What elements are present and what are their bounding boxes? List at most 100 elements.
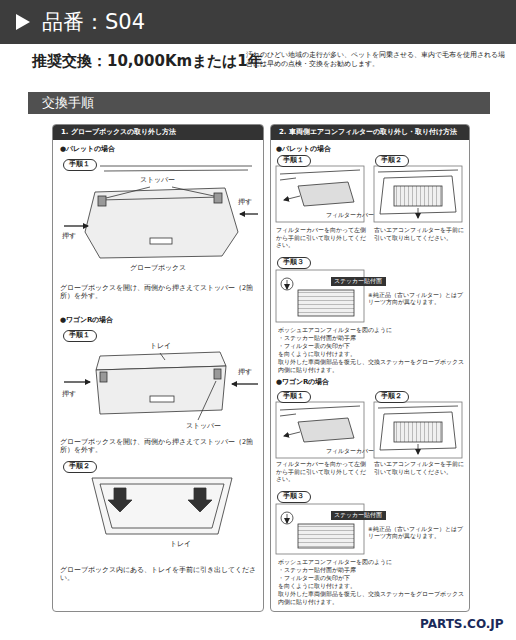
instruction: ・フィルター表の矢印が下 <box>278 574 464 582</box>
stopper-symbol <box>98 196 106 206</box>
push-arrow <box>232 383 258 384</box>
node-text: ステッカー貼付面 <box>334 278 383 285</box>
leader-line <box>160 353 165 360</box>
title-triangle <box>16 14 30 30</box>
direction-circle <box>281 278 293 290</box>
dashboard-line <box>280 406 360 416</box>
step-badge: 手順１ <box>277 155 311 167</box>
glovebox-shape <box>96 366 226 414</box>
push-arrow <box>240 213 258 214</box>
glovebox-tray-figure <box>64 352 258 420</box>
glovebox-figure <box>64 166 258 258</box>
sticker-tag: ステッカー貼付面 <box>331 277 386 286</box>
step-label: 手順１ <box>69 332 91 340</box>
step-badge: 手順１ <box>277 391 311 403</box>
instruction: グローブボックスを開け、両側から押さえてストッパー（2箇所）を外す。 <box>60 438 256 454</box>
push-arrow <box>64 225 88 226</box>
step-badge: 手順２ <box>63 461 97 473</box>
part-label: トレイ <box>170 540 191 548</box>
action-label: 押す <box>238 198 252 206</box>
part-label: ストッパー <box>140 176 175 184</box>
dashboard-line <box>378 406 458 408</box>
instruction: ・ステッカー貼付面が助手席 <box>278 566 464 574</box>
instruction: グローブボックスを開け、両側から押さえてストッパー（2箇所）を外す。 <box>60 284 256 300</box>
step-label: 手順２ <box>69 463 91 471</box>
part-label: ストッパー <box>186 422 221 430</box>
recommendation: 推奨交換：10,000Kmまたは1年 <box>32 52 263 71</box>
pull-arrow <box>418 208 419 218</box>
step-label: 手順１ <box>283 393 305 401</box>
glovebox-shape <box>85 188 238 258</box>
instruction: を向くように取り付けます。 <box>278 350 464 358</box>
instruction: 取り外した車両側部品を復元し、交換ステッカーをグローブボックス内側に貼り付けます… <box>278 358 464 373</box>
step-badge: 手順１ <box>63 159 97 171</box>
action-label: 押す <box>62 390 76 398</box>
glovebox-handle <box>150 396 174 402</box>
filter-cover-shape <box>298 182 354 206</box>
logo: PARTS.CO.JP <box>420 617 504 632</box>
pull-arrow <box>284 432 300 436</box>
instruction: ・フィルター表の矢印が下 <box>278 342 464 350</box>
stopper-symbol <box>100 372 107 382</box>
instruction: フィルターカバーを向かって左側から手前に引いて取り外してください。 <box>276 226 370 249</box>
step-badge: 手順３ <box>277 257 311 269</box>
figure-frame <box>374 166 462 222</box>
sub-heading: ●ワゴンRの場合 <box>276 378 330 387</box>
part-label: フィルターカバー <box>326 448 374 455</box>
filter-cover-shape <box>298 418 354 442</box>
instruction: 古いエアコンフィルターを手前に引いて取り出してください。 <box>374 460 464 475</box>
sub-heading: ●パレットの場合 <box>60 145 115 154</box>
stopper-symbol <box>214 193 222 203</box>
step-badge: 手順３ <box>277 491 311 503</box>
stopper-symbol <box>214 369 221 379</box>
step-label: 手順１ <box>69 161 91 169</box>
glovebox-handle <box>150 238 172 244</box>
pull-arrow <box>284 196 300 200</box>
sub-heading: ●ワゴンRの場合 <box>60 316 114 325</box>
action-label: 押す <box>238 368 252 376</box>
step-label: 手順２ <box>381 157 403 165</box>
dashboard-line <box>378 170 458 172</box>
panel-heading: 1. グローブボックスの取り外し方法 <box>53 125 263 140</box>
tray-shape <box>92 478 232 534</box>
figure-frame <box>374 402 462 458</box>
filter-shape <box>298 524 354 548</box>
node-text: 交換手順 <box>42 92 490 114</box>
dashboard-line <box>100 166 252 171</box>
filter-shape <box>394 186 442 206</box>
tray-figure <box>92 478 232 534</box>
direction-circle <box>281 512 293 524</box>
filter-shape <box>298 290 354 316</box>
instruction: 古いエアコンフィルターを手前に引いて取り出してください。 <box>374 226 464 241</box>
instruction: ボッシュエアコンフィルターを図のように <box>278 326 464 334</box>
old-filter-figure <box>374 166 462 222</box>
action-label: 押す <box>62 232 76 240</box>
leader-line <box>198 381 216 420</box>
panel-heading: 2. 車両側エアコンフィルターの取り外し・取り付け方法 <box>271 125 469 140</box>
instruction: 取り外した車両側部品を復元し、交換ステッカーをグローブボックス内側に貼り付けます… <box>278 590 464 605</box>
old-filter-figure <box>374 402 462 458</box>
step-label: 手順２ <box>381 393 403 401</box>
step-label: 手順３ <box>283 493 305 501</box>
push-arrow <box>64 381 90 382</box>
step-label: 手順３ <box>283 259 305 267</box>
tray-inner <box>100 484 224 528</box>
direction-arrow <box>287 514 288 523</box>
pull-arrow <box>418 444 419 454</box>
step-label: 手順１ <box>283 157 305 165</box>
leader-line <box>106 187 214 198</box>
instruction: グローブボックス内にある、トレイを手前に引き出してください。 <box>60 566 256 582</box>
note: ※純正品（古いフィルター）とはプリーツ方向が異なります。 <box>368 526 464 540</box>
instruction: ・ステッカー貼付面が助手席 <box>278 334 464 342</box>
procedure-panel: 1. グローブボックスの取り外し方法手順１ 手順１ 手順２ <box>52 124 264 612</box>
title-bar: 品番：S04 <box>0 0 516 44</box>
sticker-tag: ステッカー貼付面 <box>331 511 386 520</box>
filter-shape <box>394 422 442 442</box>
note: ※純正品（古いフィルター）とはプリーツ方向が異なります。 <box>368 292 464 306</box>
node-text: ステッカー貼付面 <box>334 512 383 519</box>
instruction: を向くように取り付けます。 <box>278 582 464 590</box>
pull-arrow <box>108 488 132 512</box>
step-badge: 手順２ <box>375 155 409 167</box>
part-label: グローブボックス <box>130 264 186 272</box>
